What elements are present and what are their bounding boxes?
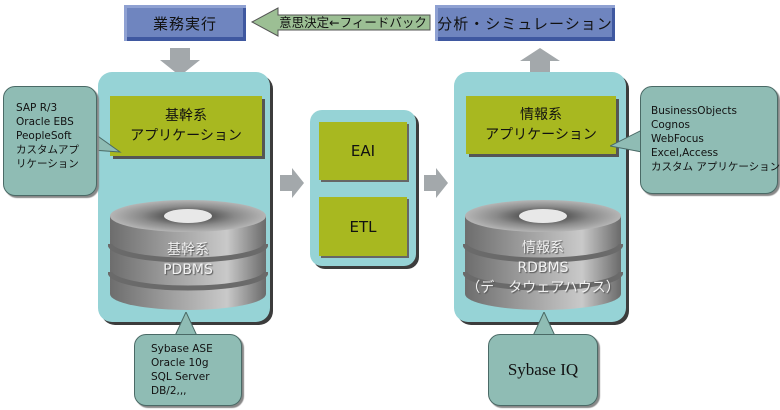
info-db-line1: 情報系 [522,240,564,256]
callout-pointer [173,312,199,338]
callout-pointer [610,129,643,153]
core-db-line2: PDBMS [163,262,213,278]
etl-box: ETL [319,197,407,256]
business-execution-label: 業務実行 [152,14,217,33]
core-db-line1: 基幹系 [167,242,209,258]
info-database-icon [463,200,623,310]
core-db-callout: Sybase ASE Oracle 10g SQL Server DB/2,,, [134,334,242,406]
info-db-label: 情報系 RDBMS （デ タウェアハウス） [463,238,623,298]
core-database-icon [108,200,268,310]
etl-label: ETL [349,217,377,236]
callout-item: Oracle 10g [151,357,209,369]
analysis-simulation-label: 分析・シミュレーション [437,14,613,33]
callout-pointer [531,312,557,338]
callout-item: SAP R/3 [16,102,58,114]
up-arrow-icon [520,48,560,74]
core-apps-callout: SAP R/3 Oracle EBS PeopleSoft カスタムアプ リケー… [3,86,97,196]
eai-box: EAI [319,122,407,180]
right-arrow-icon [424,168,448,198]
eai-label: EAI [350,142,376,160]
core-app-line2: アプリケーション [130,128,242,144]
core-db-label: 基幹系 PDBMS [108,240,268,280]
info-apps-callout: BusinessObjects Cognos WebFocus Excel,Ac… [640,86,780,194]
info-app-line2: アプリケーション [485,127,597,143]
callout-item: カスタム アプリケーション [651,161,780,173]
core-application-box: 基幹系 アプリケーション [110,96,262,156]
business-execution-box: 業務実行 [124,5,246,41]
sybase-iq-label: Sybase IQ [507,360,579,379]
callout-item: Excel,Access [651,147,719,159]
callout-item: WebFocus [651,133,704,145]
feedback-arrow [250,7,431,37]
down-arrow-icon [160,48,200,76]
callout-item: Oracle EBS [16,116,74,128]
callout-item: リケーション [16,158,79,170]
feedback-label: 意思決定←フィードバック [279,14,427,30]
callout-item: BusinessObjects [651,105,737,117]
info-db-line3: （デ タウェアハウス） [466,280,620,296]
info-db-line2: RDBMS [517,260,569,276]
callout-item: SQL Server [151,371,210,383]
callout-item: Cognos [651,119,690,131]
core-app-line1: 基幹系 [165,108,207,124]
callout-item: PeopleSoft [16,130,72,142]
info-app-line1: 情報系 [520,107,562,123]
callout-item: DB/2,,, [151,385,187,397]
callout-item: カスタムアプ [16,144,79,156]
right-arrow-icon [280,168,304,198]
callout-item: Sybase ASE [151,343,213,355]
info-db-callout: Sybase IQ [488,334,598,406]
analysis-simulation-box: 分析・シミュレーション [435,5,615,41]
info-application-box: 情報系 アプリケーション [466,96,616,154]
callout-pointer [92,131,122,153]
